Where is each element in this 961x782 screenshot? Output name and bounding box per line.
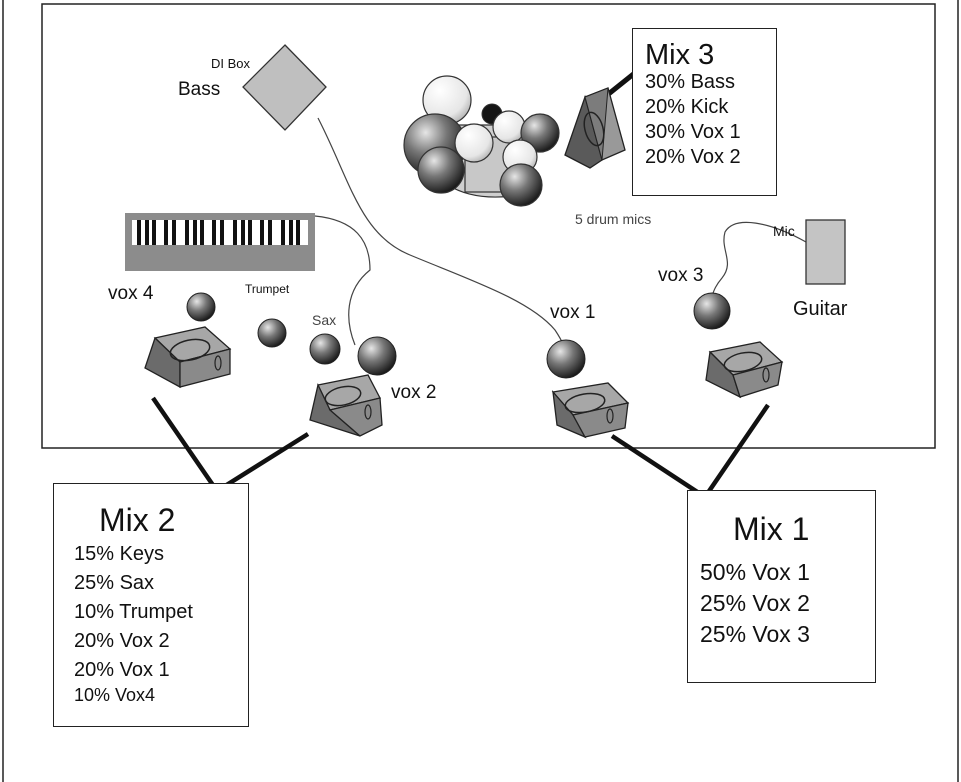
- monitor-vox3: [705, 341, 784, 399]
- mic-sax: [309, 333, 341, 365]
- drum-kit: [403, 75, 560, 207]
- mix2-title: Mix 2: [99, 502, 176, 538]
- mic-vox4: [186, 292, 216, 322]
- mic-vox1: [546, 339, 586, 379]
- monitor-vox2: [309, 374, 383, 437]
- monitor-vox4: [144, 326, 232, 389]
- monitor-vox1: [551, 382, 630, 439]
- mix3-box: Mix 3 30% Bass 20% Kick 30% Vox 1 20% Vo…: [632, 28, 777, 196]
- mix3-line: 30% Vox 1: [645, 121, 741, 143]
- mix2-line: 10% Trumpet: [74, 601, 193, 623]
- mix3-line: 20% Vox 2: [645, 146, 741, 168]
- bass-label: Bass: [178, 79, 221, 100]
- mic-label: Mic: [773, 223, 795, 239]
- stage-outline: [41, 3, 936, 449]
- mix2-line: 10% Vox4: [74, 685, 156, 705]
- sax-label: Sax: [312, 312, 337, 328]
- vox1-label: vox 1: [550, 302, 596, 323]
- mix1-line: 25% Vox 3: [700, 621, 810, 647]
- vox3-label: vox 3: [658, 265, 704, 286]
- mix3-line: 20% Kick: [645, 96, 729, 118]
- mix2-line: 15% Keys: [74, 543, 165, 565]
- mix2-line: 20% Vox 2: [74, 630, 170, 652]
- mix2-box: Mix 2 15% Keys 25% Sax 10% Trumpet 20% V…: [53, 483, 249, 727]
- mix1-title: Mix 1: [733, 511, 810, 547]
- mix1-line: 50% Vox 1: [700, 559, 810, 585]
- mix2-link: [151, 396, 310, 495]
- mix3-monitor: [564, 87, 626, 169]
- mix3-title: Mix 3: [645, 39, 715, 71]
- mix1-box: Mix 1 50% Vox 1 25% Vox 2 25% Vox 3: [687, 490, 876, 683]
- di-box: [242, 44, 327, 131]
- mix1-link: [610, 403, 770, 501]
- mic-vox2: [357, 336, 397, 376]
- guitar-amp: [805, 219, 846, 285]
- mic-vox3: [693, 292, 731, 330]
- vox2-label: vox 2: [391, 382, 437, 403]
- mix2-line: 20% Vox 1: [74, 659, 170, 681]
- guitar-mic-cable: [711, 221, 807, 297]
- trumpet-label: Trumpet: [245, 282, 290, 296]
- guitar-label: Guitar: [793, 298, 848, 320]
- mix2-line: 25% Sax: [74, 572, 155, 594]
- mic-trumpet: [257, 318, 287, 348]
- keys-cable: [314, 215, 371, 346]
- mix1-line: 25% Vox 2: [700, 590, 810, 616]
- mix3-line: 30% Bass: [645, 71, 736, 93]
- vox4-label: vox 4: [108, 283, 154, 304]
- drum-mics-label: 5 drum mics: [575, 211, 652, 227]
- keyboard: [125, 213, 315, 271]
- mix3-link: [604, 70, 638, 98]
- di-box-label: DI Box: [211, 56, 251, 71]
